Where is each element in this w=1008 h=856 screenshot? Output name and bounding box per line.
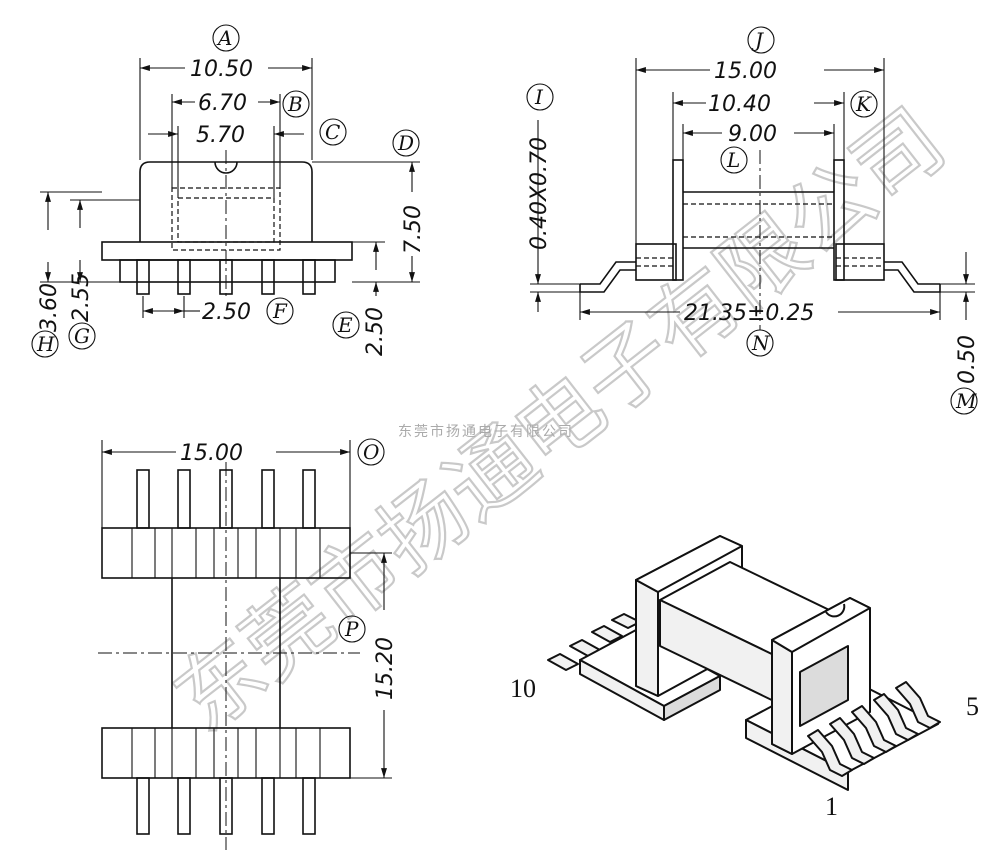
dim-d-value: 7.50: [401, 205, 426, 254]
side-right-lead-lower: [884, 269, 941, 293]
iso-back-flange-side: [635, 579, 659, 697]
dim-n-value: 21.35±0.25: [684, 301, 814, 326]
dim-j-value: 15.00: [714, 59, 777, 84]
dim-k-bubble: [850, 90, 878, 118]
dim-p-label: P: [344, 617, 359, 641]
dim-a-value: 10.50: [190, 57, 253, 82]
dim-g-label: G: [74, 324, 90, 348]
dim-p-bubble: [338, 615, 366, 643]
dim-o-label: O: [363, 440, 379, 464]
top-pin: [136, 469, 150, 529]
front-pin: [261, 259, 275, 295]
top-pin: [302, 469, 316, 529]
dim-n-bubble: [746, 329, 774, 357]
dim-b-value: 6.70: [198, 91, 247, 116]
front-pins: [136, 259, 316, 295]
side-left-lead-lower: [579, 269, 636, 293]
dim-i-label: I: [534, 85, 544, 109]
iso-pin-label-5: 5: [966, 692, 979, 721]
dim-m-bubble: [950, 387, 978, 415]
dim-i-value: 0.40X0.70: [527, 137, 552, 250]
dim-e-value: 2.50: [363, 307, 388, 356]
side-right-lead: [884, 261, 940, 285]
front-pin: [136, 259, 150, 295]
dim-i-bubble: [526, 83, 554, 111]
front-pin: [219, 259, 233, 295]
dim-n-label: N: [751, 331, 771, 355]
dim-c-bubble: [319, 118, 347, 146]
dim-j-bubble: [747, 26, 775, 54]
dim-e-label: E: [337, 313, 353, 337]
dim-o-bubble: [357, 438, 385, 466]
iso-notch: [825, 603, 846, 618]
dim-b-label: B: [287, 92, 303, 116]
dim-g-value: 2.55: [69, 273, 94, 322]
dim-c-label: C: [325, 120, 340, 144]
dim-b-bubble: [282, 90, 310, 118]
iso-front-pins: [807, 681, 941, 777]
dim-d-label: D: [397, 131, 414, 155]
dim-a-bubble: [212, 24, 240, 52]
front-pin: [177, 259, 191, 295]
dim-j-label: J: [751, 28, 764, 52]
dim-k-label: K: [855, 92, 872, 116]
iso-front-flange-window: [799, 645, 849, 727]
dim-o-value: 15.00: [180, 441, 243, 466]
top-pin: [261, 469, 275, 529]
front-core-inner-hidden: [177, 197, 275, 243]
dim-e-bubble: [332, 311, 360, 339]
top-pin: [177, 469, 191, 529]
dim-l-label: L: [726, 148, 740, 172]
dim-f-value: 2.50: [202, 300, 251, 325]
dim-f-label: F: [272, 299, 288, 323]
dim-k-value: 10.40: [708, 92, 771, 117]
dim-h-label: H: [36, 332, 55, 356]
front-base-plate: [101, 241, 353, 261]
front-view: 10.50 A 6.70 B 5.70 C 7.50 D 2.50 E: [31, 24, 426, 358]
dim-d-bubble: [392, 129, 420, 157]
iso-pin-label-1: 1: [825, 792, 838, 821]
dim-m-value: 0.50: [955, 335, 980, 384]
front-pin: [302, 259, 316, 295]
side-right-flange: [833, 159, 845, 281]
top-flange-segments: [131, 528, 321, 778]
dim-a-label: A: [216, 26, 232, 50]
top-pin: [302, 777, 316, 835]
iso-front-flange-side: [771, 639, 793, 755]
top-pin: [177, 777, 191, 835]
top-view: 15.00 O 15.20 P: [98, 438, 398, 850]
iso-back-pins: [547, 613, 641, 671]
top-upper-pins: [136, 469, 316, 529]
iso-view: 10 5 1: [510, 535, 979, 821]
side-view: 15.00 J 10.40 K 9.00 L 0.40X0.70 I 21.35…: [526, 26, 980, 415]
dim-h-value: 3.60: [37, 283, 62, 332]
top-pin: [136, 777, 150, 835]
top-pin: [219, 777, 233, 835]
dim-h-bubble: [31, 330, 59, 358]
top-pin: [261, 777, 275, 835]
side-left-flange: [672, 159, 684, 281]
dim-l-value: 9.00: [728, 122, 777, 147]
dim-g-bubble: [68, 322, 96, 350]
dim-f-bubble: [266, 297, 294, 325]
dim-p-value: 15.20: [373, 637, 398, 700]
dim-l-bubble: [720, 146, 748, 174]
iso-pin-label-10: 10: [510, 674, 536, 703]
dim-c-value: 5.70: [196, 123, 245, 148]
side-left-lead: [580, 261, 636, 285]
front-top-notch: [214, 161, 238, 174]
iso-back-flange-top: [635, 535, 743, 593]
watermark-company-small: 东莞市扬通电子有限公司: [398, 423, 574, 440]
iso-left-base-side: [663, 675, 721, 721]
dim-m-label: M: [955, 389, 977, 413]
iso-front-flange-top: [771, 597, 871, 653]
top-lower-pins: [136, 777, 316, 835]
